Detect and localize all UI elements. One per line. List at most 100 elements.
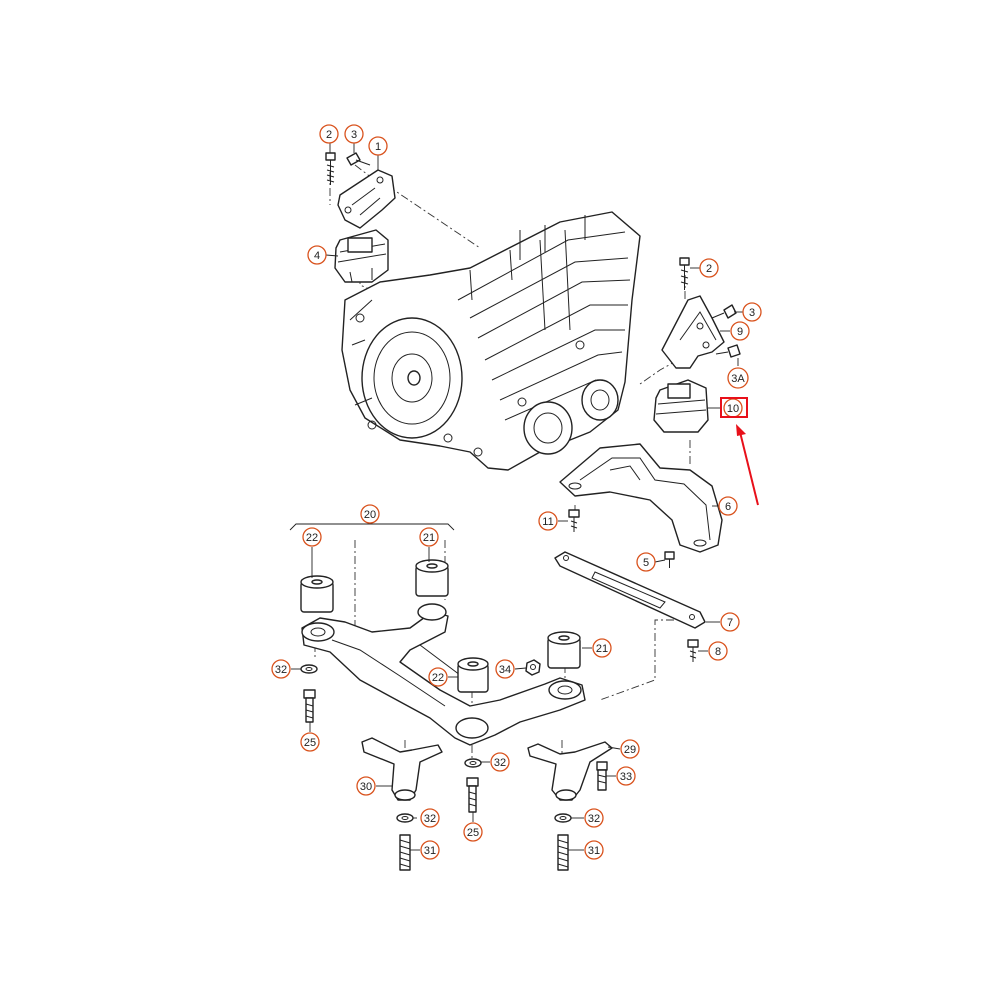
callout-31-right-stud[interactable]: 31 — [584, 840, 604, 860]
svg-text:1: 1 — [375, 141, 381, 153]
right-mount-10 — [653, 379, 709, 433]
svg-text:34: 34 — [499, 664, 511, 676]
callout-1-left-bracket[interactable]: 1 — [368, 136, 388, 156]
highlight-box — [720, 397, 748, 418]
bolt-5 — [664, 551, 675, 568]
right-bolt-3a — [715, 344, 741, 358]
mount-bracket-29 — [527, 741, 613, 801]
callout-3a-bolt[interactable]: 3A — [727, 367, 749, 389]
callout-2-right-bolt[interactable]: 2 — [699, 258, 719, 278]
svg-text:32: 32 — [424, 813, 436, 825]
bolt-33 — [596, 761, 608, 791]
callout-6-crossmember[interactable]: 6 — [718, 496, 738, 516]
callout-8-bolt[interactable]: 8 — [708, 641, 728, 661]
subframe — [301, 603, 586, 746]
svg-text:6: 6 — [725, 501, 731, 513]
svg-text:29: 29 — [624, 744, 636, 756]
stud-31-right — [557, 834, 569, 871]
left-bolt-3 — [346, 152, 371, 166]
callout-22-left-bushing[interactable]: 22 — [302, 527, 322, 547]
callout-34-nut[interactable]: 34 — [495, 659, 515, 679]
callout-21-right-bushing[interactable]: 21 — [592, 638, 612, 658]
callouts: 2 3 1 4 2 3 9 3A 10 6 11 5 7 8 20 2 — [271, 124, 762, 860]
svg-text:21: 21 — [596, 643, 608, 655]
nut-34 — [525, 659, 541, 676]
svg-text:32: 32 — [275, 664, 287, 676]
left-mount-4 — [334, 229, 389, 283]
svg-text:3: 3 — [749, 307, 755, 319]
bushing-21-right — [547, 631, 581, 669]
svg-text:2: 2 — [706, 263, 712, 275]
svg-text:10: 10 — [727, 403, 739, 415]
callout-25-center-bolt[interactable]: 25 — [463, 822, 483, 842]
svg-text:20: 20 — [364, 509, 376, 521]
callout-32-bottom-right-washer[interactable]: 32 — [584, 808, 604, 828]
left-bolt-2 — [325, 152, 336, 185]
callout-21-left-bushing[interactable]: 21 — [419, 527, 439, 547]
stud-31-left — [399, 834, 411, 871]
washer-32-left — [300, 664, 318, 674]
callout-32-center-washer[interactable]: 32 — [490, 752, 510, 772]
svg-text:3: 3 — [351, 129, 357, 141]
highlight-arrow — [739, 431, 759, 506]
svg-text:21: 21 — [423, 532, 435, 544]
callout-5-bolt[interactable]: 5 — [636, 552, 656, 572]
svg-text:11: 11 — [542, 516, 553, 528]
transmission-assembly — [341, 211, 641, 471]
callout-30-mount-bracket[interactable]: 30 — [356, 776, 376, 796]
bushing-22-center — [457, 657, 489, 693]
washer-32-center — [464, 758, 482, 768]
callout-3-left-bolt[interactable]: 3 — [344, 124, 364, 144]
bushing-21-left — [415, 559, 449, 597]
svg-text:31: 31 — [424, 845, 436, 857]
svg-text:7: 7 — [727, 617, 733, 629]
leader-lines — [291, 142, 743, 851]
bolt-25-center — [466, 777, 479, 813]
svg-text:32: 32 — [588, 813, 600, 825]
highlight-arrowhead — [736, 424, 746, 436]
crossmember-6 — [559, 443, 723, 553]
callout-29-mount-bracket[interactable]: 29 — [620, 739, 640, 759]
callout-4-left-mount[interactable]: 4 — [307, 245, 327, 265]
svg-text:32: 32 — [494, 757, 506, 769]
svg-text:30: 30 — [360, 781, 372, 793]
strap-7 — [554, 551, 706, 629]
callout-31-left-stud[interactable]: 31 — [420, 840, 440, 860]
svg-text:8: 8 — [715, 646, 721, 658]
svg-text:33: 33 — [620, 771, 632, 783]
svg-text:5: 5 — [643, 557, 649, 569]
mount-bracket-30 — [361, 737, 443, 801]
svg-text:25: 25 — [304, 737, 316, 749]
callout-2-left-bolt[interactable]: 2 — [319, 124, 339, 144]
left-bracket-1 — [337, 169, 396, 229]
callout-33-bolt[interactable]: 33 — [616, 766, 636, 786]
callout-22-center-bushing[interactable]: 22 — [428, 667, 448, 687]
svg-text:3A: 3A — [731, 373, 745, 385]
svg-text:25: 25 — [467, 827, 479, 839]
right-bolt-2 — [679, 257, 690, 290]
svg-text:2: 2 — [326, 129, 332, 141]
bolt-8 — [687, 639, 699, 662]
right-bracket-9 — [661, 295, 725, 369]
svg-text:9: 9 — [737, 326, 743, 338]
callout-32-bottom-left-washer[interactable]: 32 — [420, 808, 440, 828]
svg-text:22: 22 — [306, 532, 318, 544]
bolt-25-left — [303, 689, 316, 723]
callout-11-bolt[interactable]: 11 — [538, 511, 558, 531]
callout-32-left-washer[interactable]: 32 — [271, 659, 291, 679]
right-bolt-3 — [711, 304, 737, 319]
callout-25-left-bolt[interactable]: 25 — [300, 732, 320, 752]
washer-32-bottom-left — [396, 813, 414, 823]
callout-3-right-bolt[interactable]: 3 — [742, 302, 762, 322]
callout-10-right-mount[interactable]: 10 — [723, 398, 743, 418]
svg-text:31: 31 — [588, 845, 600, 857]
callout-7-strap[interactable]: 7 — [720, 612, 740, 632]
callout-20-bracket[interactable]: 20 — [360, 504, 380, 524]
svg-text:22: 22 — [432, 672, 444, 684]
bushing-22-left — [300, 575, 334, 613]
bolt-11 — [568, 509, 580, 532]
highlight-part-10 — [720, 397, 759, 506]
washer-32-bottom-right — [554, 813, 572, 823]
callout-9-right-bracket[interactable]: 9 — [730, 321, 750, 341]
